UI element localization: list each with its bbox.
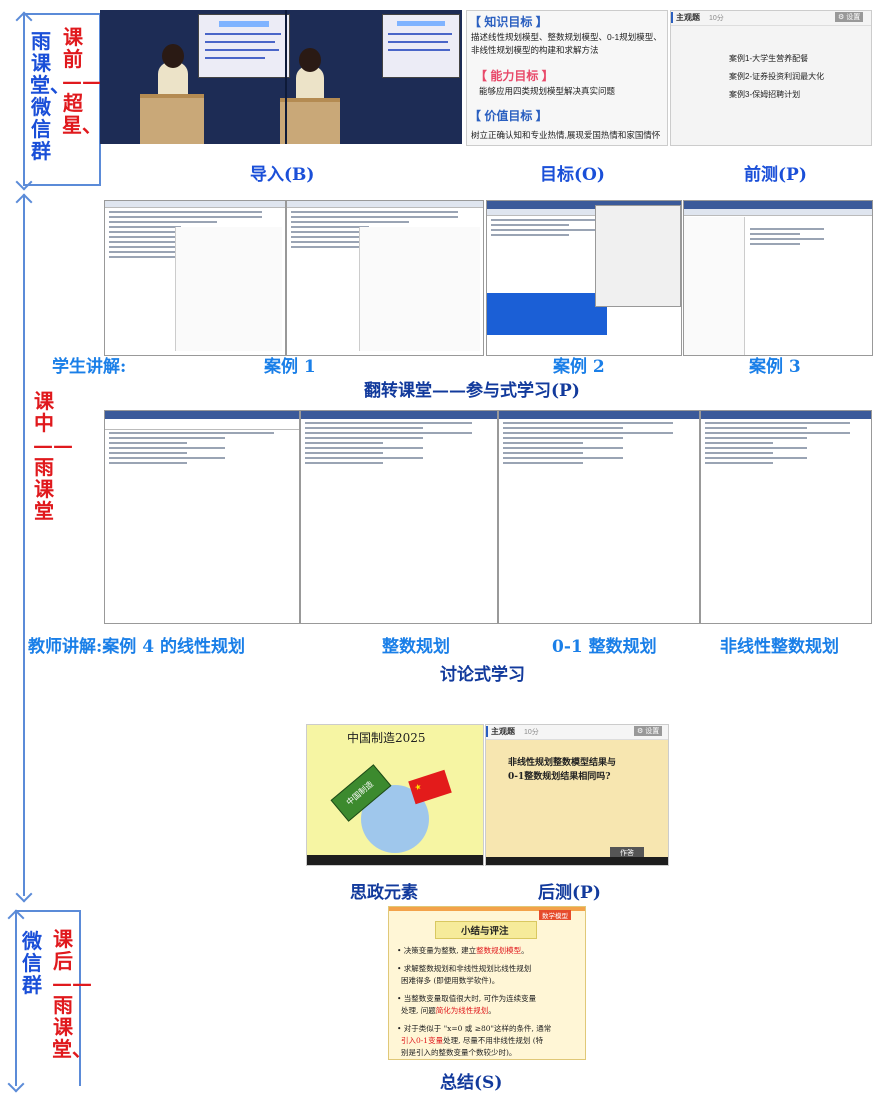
ability-goal-text: 能够应用四类规划模型解决真实问题 <box>479 86 616 96</box>
caption-01: 0-1 整数规划 <box>552 637 657 657</box>
pretest-case3: 案例3-保姆招聘计划 <box>729 90 801 99</box>
student-case2-screenshot <box>486 200 682 356</box>
arrow-post-bottom-head <box>7 1075 25 1093</box>
post-bracket-right <box>79 910 81 1086</box>
pretest-header-bar <box>671 11 871 26</box>
teacher-01-screenshot <box>498 410 700 624</box>
pre-class-label-blue: 雨课堂、微信群 <box>30 29 70 163</box>
caption-goal: 目标(O) <box>540 165 605 185</box>
posttest-score: 10分 <box>524 729 539 736</box>
pretest-score: 10分 <box>709 15 724 22</box>
timeline-line-mid <box>23 196 25 896</box>
pretest-case2: 案例2-证券投资利润最大化 <box>729 72 825 81</box>
arrow-pre-bottom-head <box>15 173 33 191</box>
pre-class-label-red: 课前——超星、 <box>62 25 102 137</box>
podium-right <box>280 98 340 144</box>
caption-case2: 案例 2 <box>553 357 605 377</box>
summary-title: 小结与评注 <box>461 926 509 937</box>
caption-summary: 总结(S) <box>440 1073 503 1093</box>
caption-teacher-lp: 教师讲解:案例 4 的线性规划 <box>28 637 245 657</box>
podium-left <box>140 94 204 144</box>
ideology-slide: 中国制造2025 中国制造 ★ <box>306 724 484 866</box>
summary-b3a: • 当整数变量取值很大时, 可作为连续变量 <box>397 994 537 1003</box>
summary-b4c: 别是引入的整数变量个数较少时)。 <box>401 1048 517 1057</box>
summary-badge: 数学模型 <box>539 910 571 920</box>
summary-b1-highlight: 整数规划模型 <box>476 946 522 955</box>
pre-bracket-bottom <box>23 184 99 186</box>
posttest-question-1: 非线性规划整数模型结果与 <box>508 758 617 768</box>
knowledge-goal-text-1: 描述线性规划模型、整数规划模型、0-1规划模型、 <box>471 32 662 42</box>
posttest-slide: 主观题 10分 ⚙ 设置 非线性规划整数模型结果与 0-1整数规划结果相同吗? … <box>485 724 669 866</box>
value-goal-title: 【 价值目标 】 <box>469 109 548 123</box>
caption-case1: 案例 1 <box>264 357 316 377</box>
summary-b2a: • 求解整数规划和非线性规划比线性规划 <box>397 964 532 973</box>
caption-flipped-classroom: 翻转课堂——参与式学习(P) <box>364 381 580 401</box>
caption-pretest: 前测(P) <box>744 165 807 185</box>
pretest-header-label: 主观题 <box>676 13 700 22</box>
pretest-header-accent <box>671 12 673 23</box>
summary-b4a: • 对于类似于 "x=0 或 ≥80"这样的条件, 通常 <box>397 1024 552 1033</box>
caption-student-explain: 学生讲解: <box>52 357 127 377</box>
summary-b3b-post: 。 <box>488 1006 496 1015</box>
projector-screen-right <box>382 14 460 78</box>
caption-case3: 案例 3 <box>749 357 801 377</box>
ability-goal-title: 【 能力目标 】 <box>475 69 554 83</box>
summary-b2b: 困难得多 (即便用数学软件)。 <box>401 976 500 985</box>
pre-bracket-top <box>23 13 99 15</box>
mid-class-label: 课中——雨课堂 <box>33 389 73 523</box>
post-bracket-top <box>15 910 79 912</box>
learning-goals-slide: 【 知识目标 】 描述线性规划模型、整数规划模型、0-1规划模型、 非线性规划模… <box>466 10 668 146</box>
caption-discussion: 讨论式学习 <box>440 665 525 685</box>
caption-nonlinear: 非线性整数规划 <box>720 637 839 657</box>
teacher-nonlinear-screenshot <box>700 410 872 624</box>
caption-import: 导入(B) <box>250 165 315 185</box>
posttest-answer-button[interactable]: 作答 <box>610 847 644 859</box>
summary-b4b-post: 处理, 尽量不用非线性规划 (特 <box>443 1036 544 1045</box>
summary-b3b-highlight: 简化为线性规划 <box>435 1006 489 1015</box>
pretest-settings-button[interactable]: ⚙ 设置 <box>835 12 864 22</box>
speaker-right-head <box>299 48 321 72</box>
post-class-label-red: 课后——雨课堂、 <box>52 927 92 1061</box>
video-divider <box>285 10 287 144</box>
lecture-video-frame[interactable] <box>100 10 462 144</box>
pretest-case1: 案例1-大学生营养配餐 <box>729 54 809 63</box>
knowledge-goal-title: 【 知识目标 】 <box>469 15 548 29</box>
teacher-lp-screenshot <box>104 410 300 624</box>
summary-title-box <box>435 921 537 939</box>
arrow-mid-bottom-head <box>15 885 33 903</box>
timeline-line-post <box>15 912 17 1086</box>
china-2025-title: 中国制造2025 <box>347 731 426 745</box>
caption-ideology: 思政元素 <box>350 883 418 903</box>
speaker-left-head <box>162 44 184 68</box>
student-case1-screenshot-b <box>286 200 484 356</box>
teacher-integer-screenshot <box>300 410 498 624</box>
summary-b4b-highlight: 引入0-1变量 <box>401 1036 444 1045</box>
china-flag: ★ <box>408 769 452 805</box>
timeline-line-pre <box>23 14 25 184</box>
summary-slide: 数学模型 小结与评注 • 决策变量为整数, 建立整数规划模型。 • 求解整数规划… <box>388 906 586 1060</box>
summary-b1-post: 。 <box>521 946 529 955</box>
value-goal-text: 树立正确认知和专业热情,展现爱国热情和家国情怀 <box>471 130 661 140</box>
caption-integer: 整数规划 <box>382 637 450 657</box>
summary-b1-pre: • 决策变量为整数, 建立 <box>397 946 477 955</box>
posttest-settings-button[interactable]: ⚙ 设置 <box>634 726 663 736</box>
pretest-slide: 主观题 10分 ⚙ 设置 案例1-大学生营养配餐 案例2-证券投资利润最大化 案… <box>670 10 872 146</box>
student-case3-screenshot <box>683 200 873 356</box>
student-case1-screenshot-a <box>104 200 286 356</box>
post-class-label-blue: 微信群 <box>22 929 42 997</box>
projector-screen-left <box>198 14 290 78</box>
ideology-footer-bar <box>307 855 483 865</box>
knowledge-goal-text-2: 非线性规划模型的构建和求解方法 <box>471 45 599 55</box>
posttest-question-2: 0-1整数规划结果相同吗? <box>508 772 611 782</box>
summary-b3b-pre: 处理, 问题 <box>401 1006 436 1015</box>
caption-posttest: 后测(P) <box>538 883 601 903</box>
posttest-header-label: 主观题 <box>491 727 515 736</box>
